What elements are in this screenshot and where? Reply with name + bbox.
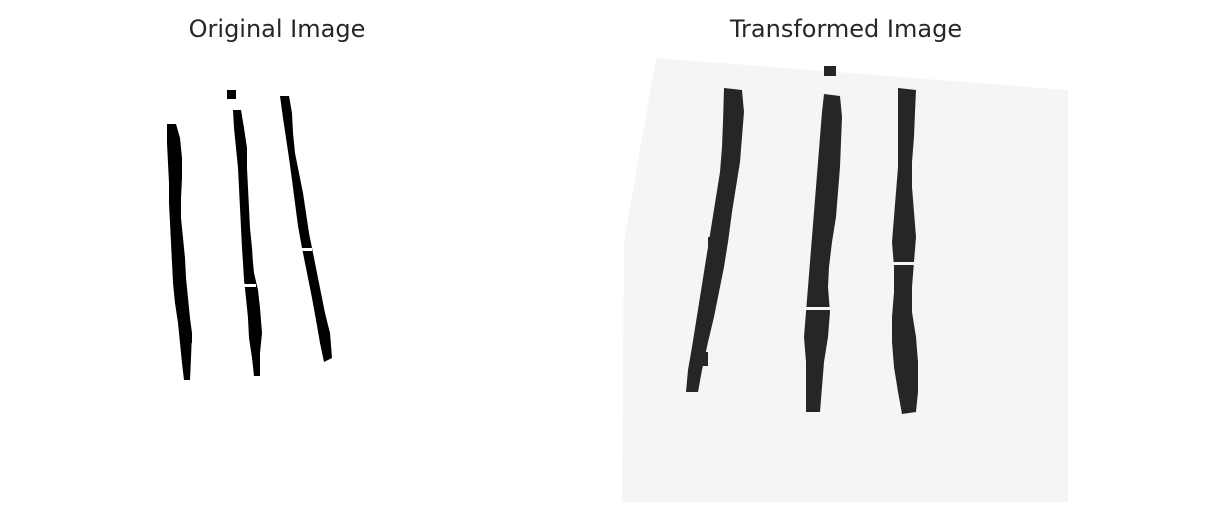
original-image-title: Original Image — [188, 15, 366, 43]
original-stroke-2 — [227, 90, 262, 376]
transformed-stroke-3 — [890, 88, 918, 414]
transformed-stroke-1 — [686, 88, 744, 392]
original-image — [90, 58, 470, 502]
transformed-stroke-2 — [802, 66, 842, 412]
original-stroke-3 — [280, 96, 332, 362]
transformed-image-title: Transformed Image — [729, 15, 963, 43]
transformed-image — [616, 52, 1076, 504]
original-image-canvas — [167, 90, 332, 380]
original-stroke-1 — [167, 124, 192, 380]
transformed-image-canvas — [622, 58, 1068, 502]
transformed-canvas-background — [622, 58, 1068, 502]
